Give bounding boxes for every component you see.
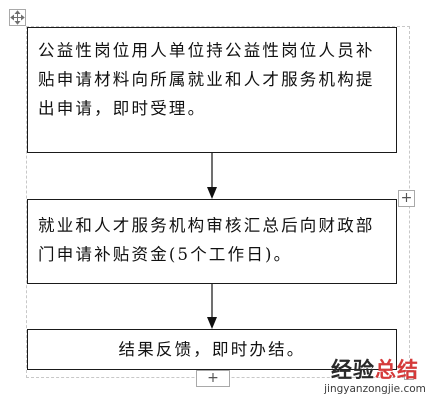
add-column-button[interactable]: + <box>398 190 415 207</box>
watermark-url: jingyanzongjie.com <box>324 383 426 395</box>
arrow-down-icon <box>207 153 217 199</box>
flow-step-3-text: 结果反馈，即时办结。 <box>118 340 306 359</box>
table-move-handle[interactable] <box>9 9 26 26</box>
plus-icon: + <box>400 190 413 206</box>
table-resize-handle[interactable] <box>404 370 414 380</box>
flow-step-2: 就业和人才服务机构审核汇总后向财政部门申请补贴资金(5个工作日)。 <box>27 199 397 284</box>
add-row-button[interactable]: + <box>196 370 230 387</box>
arrow-down-icon <box>207 284 217 329</box>
flow-step-1: 公益性岗位用人单位持公益性岗位人员补贴申请材料向所属就业和人才服务机构提出申请，… <box>27 27 397 153</box>
flow-step-2-text: 就业和人才服务机构审核汇总后向财政部门申请补贴资金(5个工作日)。 <box>38 216 375 264</box>
flow-step-1-text: 公益性岗位用人单位持公益性岗位人员补贴申请材料向所属就业和人才服务机构提出申请，… <box>38 41 375 118</box>
plus-icon: + <box>207 370 219 386</box>
flow-step-3: 结果反馈，即时办结。 <box>27 329 397 370</box>
four-way-move-icon <box>10 10 25 25</box>
